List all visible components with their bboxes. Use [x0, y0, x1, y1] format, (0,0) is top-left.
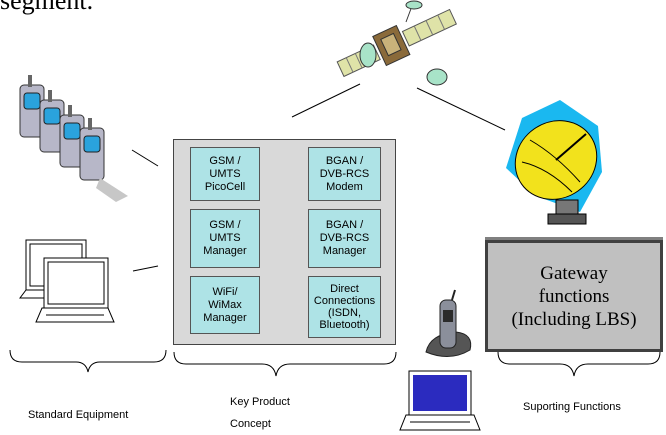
brace-standard-equipment	[9, 349, 167, 373]
gateway-box: Gateway functions (Including LBS)	[485, 240, 663, 352]
laptops-icon	[19, 239, 115, 323]
link-phones-panel	[131, 149, 159, 167]
laptop-small-icon	[399, 370, 481, 431]
intro-text: segment.	[0, 0, 94, 15]
module-gsm-manager: GSM / UMTS Manager	[190, 209, 260, 268]
key-product-panel: GSM / UMTS PicoCell BGAN / DVB-RCS Modem…	[173, 139, 396, 345]
brace-supporting-functions	[497, 351, 661, 377]
module-bgan-manager: BGAN / DVB-RCS Manager	[308, 209, 381, 268]
link-satellite-dish	[416, 87, 506, 131]
brace-key-product	[173, 351, 397, 377]
mobile-phones-icon	[19, 75, 128, 202]
link-laptops-panel	[132, 265, 159, 272]
satellite-icon	[336, 0, 458, 86]
caption-standard-equipment: Standard Equipment	[28, 409, 129, 421]
link-panel-satellite	[291, 83, 361, 118]
module-bgan-modem: BGAN / DVB-RCS Modem	[308, 147, 381, 201]
module-gsm-picocell: GSM / UMTS PicoCell	[190, 147, 260, 201]
caption-supporting-functions: Suporting Functions	[523, 401, 621, 413]
caption-key-product-line1: Key Product	[230, 396, 290, 408]
caption-key-product-line2: Concept	[230, 418, 271, 430]
satellite-dish-icon	[506, 100, 602, 225]
module-direct-connections: Direct Connections (ISDN, Bluetooth)	[308, 276, 381, 338]
module-wifi-wimax-manager: WiFi/ WiMax Manager	[190, 276, 260, 334]
cordless-phone-icon	[425, 289, 472, 357]
